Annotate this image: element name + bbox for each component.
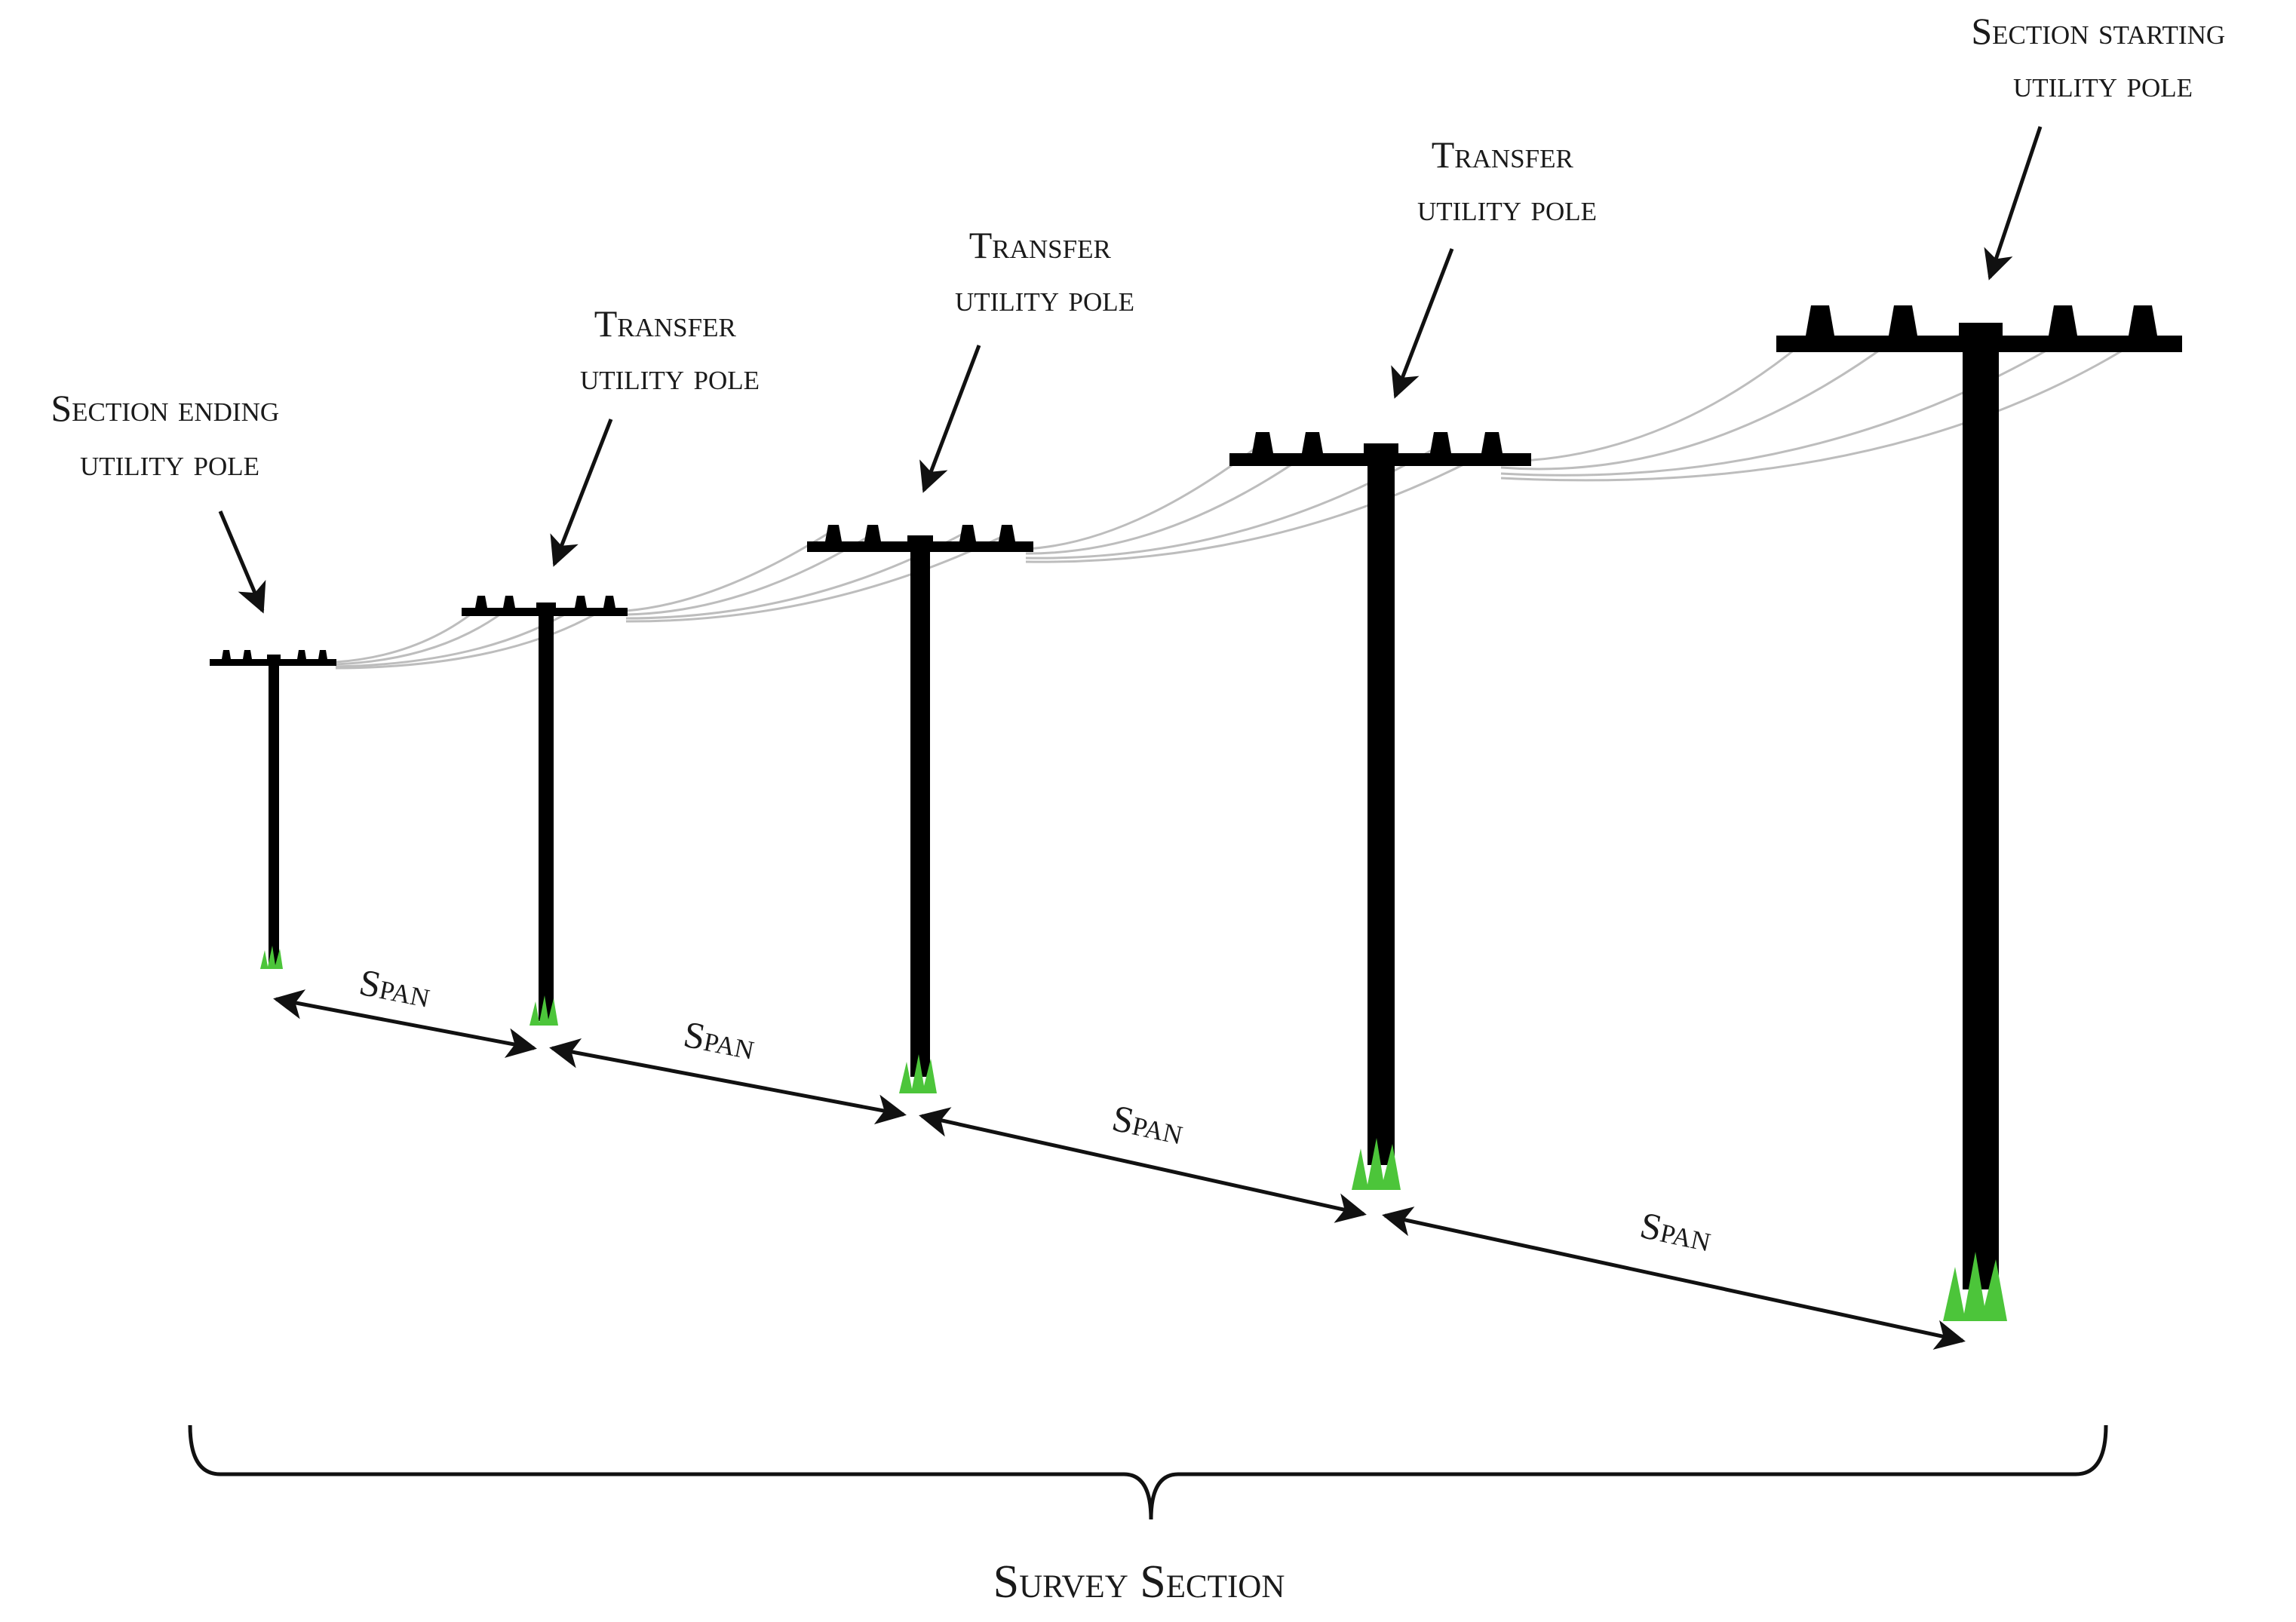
span-arrow-2: [549, 1038, 907, 1124]
label-transfer-3: Transfer utility pole: [1417, 133, 1597, 228]
span-arrow-1: [273, 989, 537, 1058]
grass-icon: [529, 995, 558, 1026]
label-section-ending: Section ending utility pole: [51, 387, 288, 483]
pole-transfer-1: [462, 596, 628, 1026]
survey-section-brace: [188, 1424, 2108, 1520]
label-line: utility pole: [80, 441, 259, 483]
insulators: [1252, 432, 1503, 453]
pointer-arrow-transfer-1: [550, 419, 613, 567]
label-line: Section starting: [1971, 10, 2225, 52]
insulators: [222, 650, 327, 659]
label-line: Transfer: [1432, 133, 1574, 176]
span-label-1: Span: [356, 961, 434, 1016]
pointer-arrow-transfer-3: [1391, 248, 1454, 399]
insulators: [475, 596, 615, 608]
label-line: utility pole: [2013, 63, 2193, 105]
insulators: [825, 525, 1015, 541]
pointer-arrow-section-starting: [1984, 126, 2043, 281]
pointer-arrow-transfer-2: [919, 345, 981, 493]
pole-transfer-3: [1229, 432, 1531, 1190]
pole-transfer-2: [807, 525, 1033, 1093]
label-line: utility pole: [1417, 186, 1597, 228]
span-label-2: Span: [680, 1013, 759, 1068]
pointer-arrow-section-ending: [218, 511, 266, 614]
label-line: Section ending: [51, 387, 279, 429]
label-line: Transfer: [594, 302, 737, 345]
label-transfer-1: Transfer utility pole: [580, 302, 760, 397]
span-arrow-4: [1382, 1207, 1966, 1350]
pointer-arrows: [218, 126, 2043, 614]
label-line: Transfer: [969, 224, 1112, 266]
span-arrows: [273, 989, 1966, 1350]
grass-icon: [260, 946, 283, 969]
pole-section-ending: [210, 650, 336, 969]
survey-section-label: Survey Section: [993, 1556, 1285, 1608]
span-label-3: Span: [1109, 1096, 1187, 1152]
label-transfer-2: Transfer utility pole: [955, 224, 1134, 319]
span-label-4: Span: [1637, 1203, 1715, 1259]
label-section-starting: Section starting utility pole: [1971, 10, 2234, 105]
insulators: [1806, 305, 2157, 336]
pole-section-starting: [1776, 305, 2182, 1321]
label-line: utility pole: [955, 277, 1134, 319]
label-line: utility pole: [580, 355, 760, 397]
span-arrow-3: [919, 1107, 1367, 1223]
grass-icon: [899, 1054, 937, 1093]
